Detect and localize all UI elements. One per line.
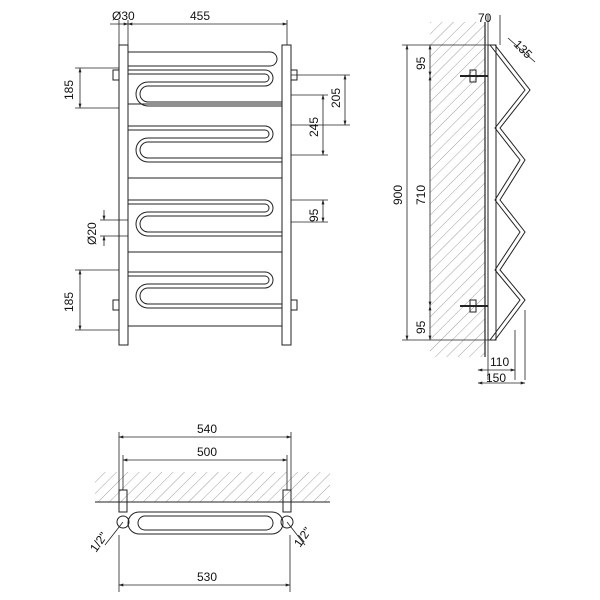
thread-left-label: 1/2"	[87, 530, 110, 555]
dim-top-500: 500	[197, 445, 217, 459]
inlet-bottom-right	[290, 299, 298, 311]
dim-top-530: 530	[197, 570, 217, 584]
thread-right-label: 1/2"	[291, 525, 314, 550]
serpentine-group-2	[128, 125, 282, 179]
dim-pipe-diameter: Ø20	[85, 222, 99, 245]
front-view: Ø30 455 185 Ø20 185 205 245 95	[62, 9, 350, 346]
inlet-bottom-left	[112, 299, 120, 311]
side-view: 70 135 900 710 95 95 110 150	[391, 11, 536, 385]
dim-left-bottom-185: 185	[62, 292, 76, 312]
dim-pillar-diameter: Ø30	[112, 9, 135, 23]
dim-side-top-95: 95	[414, 56, 428, 70]
dim-left-top-185: 185	[62, 80, 76, 100]
side-collector	[487, 44, 497, 341]
top-view: 540 500 530 1/2" 1/2"	[87, 422, 330, 592]
serpentine-group-1	[128, 69, 282, 107]
dim-side-bottom-95: 95	[414, 320, 428, 334]
dim-side-110: 110	[490, 355, 509, 369]
right-collector	[281, 44, 292, 346]
dim-right-95: 95	[307, 208, 321, 222]
dim-side-900: 900	[391, 185, 405, 205]
dim-side-150: 150	[486, 371, 506, 385]
dim-pipe-span: 455	[190, 9, 210, 23]
top-loop-inner	[137, 515, 274, 531]
left-collector	[118, 44, 129, 346]
inlet-left	[116, 515, 130, 529]
side-zigzag	[489, 44, 526, 341]
dim-side-70: 70	[478, 11, 492, 25]
inlet-top-left	[112, 69, 120, 81]
inlet-right	[280, 515, 294, 529]
dim-right-205: 205	[329, 88, 343, 108]
dim-side-135: 135	[511, 37, 535, 61]
top-loop-outer	[127, 511, 284, 535]
dim-side-710: 710	[414, 185, 428, 205]
dim-top-540: 540	[197, 422, 217, 436]
top-straight-bar	[128, 51, 278, 67]
dim-right-245: 245	[307, 117, 321, 137]
top-wall-hatch	[95, 472, 330, 502]
serpentine-group-4	[128, 271, 282, 327]
serpentine-group-3	[128, 199, 282, 253]
